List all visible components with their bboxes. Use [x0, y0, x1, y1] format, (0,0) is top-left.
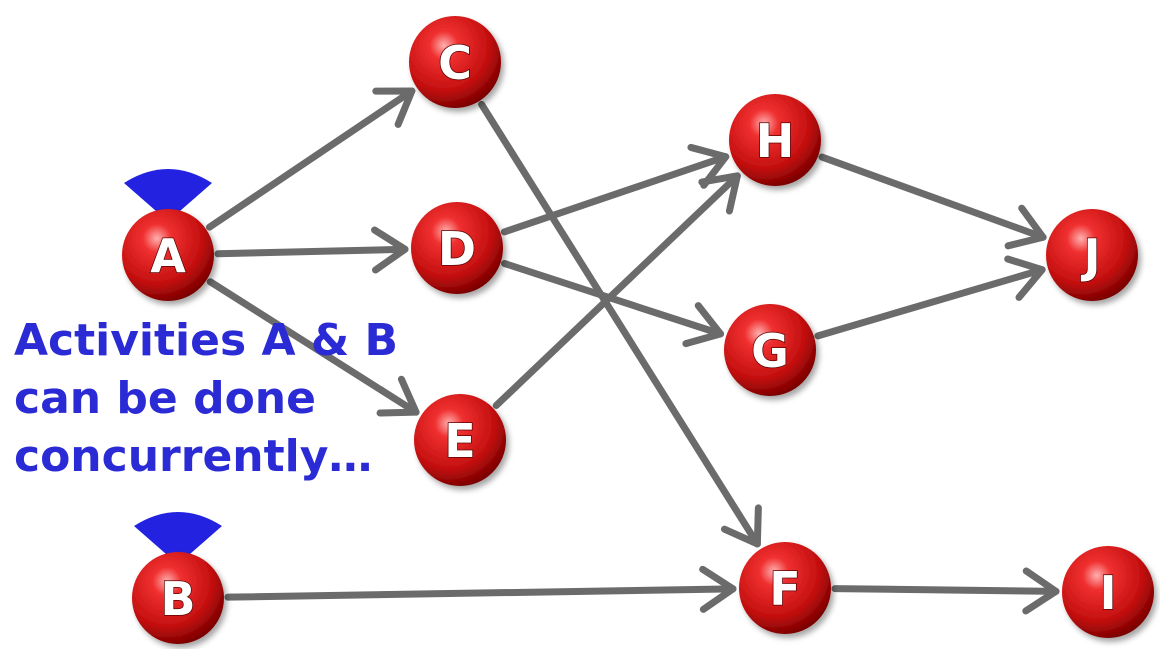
arrowhead-E-H [698, 172, 741, 215]
node-G: G [724, 304, 816, 396]
node-circle-A [122, 209, 214, 301]
node-circle-I [1062, 546, 1154, 638]
concurrency-annotation: Activities A & B can be done concurrentl… [14, 312, 398, 486]
arrowhead-F-I [1022, 567, 1060, 615]
node-label-A: A [150, 229, 186, 283]
node-D: D [411, 202, 503, 294]
arrowhead-G-J [1004, 255, 1046, 301]
node-label-B: B [160, 572, 195, 626]
node-label-J: J [1080, 229, 1100, 283]
node-circle-E [414, 394, 506, 486]
node-label-E: E [444, 414, 475, 468]
node-J: J [1046, 209, 1138, 301]
annotation-line-1: Activities A & B [14, 315, 399, 366]
arrowhead-B-F [699, 565, 737, 613]
node-E: E [414, 394, 506, 486]
edge-E-H [492, 172, 741, 410]
node-circle-H [729, 94, 821, 186]
node-B: B [132, 552, 224, 644]
node-circle-F [739, 542, 831, 634]
edge-A-C [205, 87, 416, 231]
edge-A-D [214, 226, 409, 274]
node-I: I [1062, 546, 1154, 638]
start-marker-A [124, 169, 212, 211]
node-label-H: H [756, 114, 795, 168]
edge-B-F [224, 565, 737, 613]
edge-H-J [818, 153, 1047, 250]
node-circle-G [724, 304, 816, 396]
node-label-G: G [751, 324, 789, 378]
node-label-D: D [438, 222, 476, 276]
node-label-F: F [769, 562, 800, 616]
node-C: C [409, 16, 501, 108]
node-circle-D [411, 202, 503, 294]
node-H: H [729, 94, 821, 186]
node-circle-B [132, 552, 224, 644]
node-label-I: I [1099, 566, 1116, 620]
node-circle-J [1046, 209, 1138, 301]
arrowhead-D-G [682, 302, 725, 348]
annotation-line-3: concurrently… [14, 431, 373, 482]
arrowhead-A-E [376, 375, 420, 417]
node-circle-C [409, 16, 501, 108]
annotation-line-2: can be done [14, 373, 316, 424]
arrowhead-A-D [371, 226, 409, 274]
node-label-C: C [438, 36, 472, 90]
edge-D-G [501, 259, 725, 348]
arrowhead-H-J [1004, 204, 1047, 250]
edges-layer [205, 87, 1060, 615]
node-A: A [122, 209, 214, 301]
edge-F-I [831, 567, 1060, 615]
edge-A-E [206, 278, 420, 417]
arrowhead-D-H [687, 143, 730, 189]
edge-D-H [500, 143, 730, 236]
edge-G-J [814, 255, 1046, 340]
arrowhead-C-F [720, 504, 762, 548]
nodes-layer: A B C D E F G H I J [122, 16, 1154, 644]
node-F: F [739, 542, 831, 634]
start-markers-layer [124, 169, 222, 554]
arrowhead-A-C [372, 87, 416, 128]
edge-C-F [478, 100, 762, 548]
start-marker-B [134, 512, 222, 554]
